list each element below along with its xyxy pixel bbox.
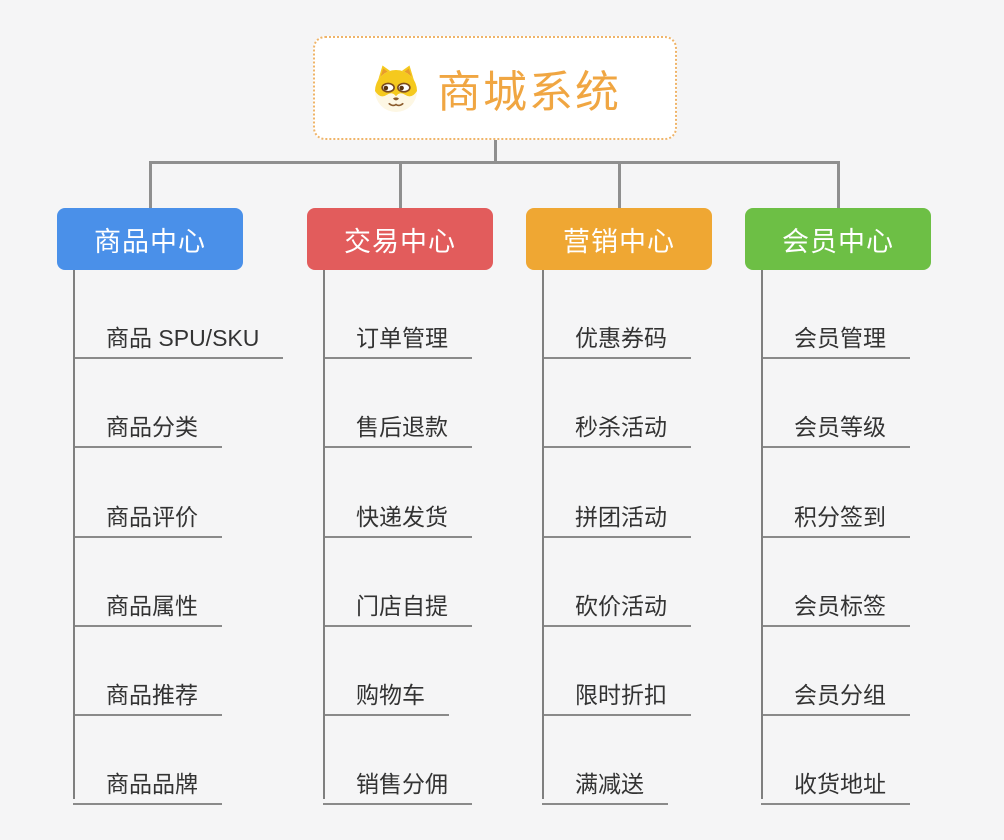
branch-node-label: 商品中心 (94, 226, 206, 257)
child-node-label: 商品评价 (73, 505, 222, 538)
connector-child-line (761, 270, 763, 799)
child-node[interactable]: 会员等级 (761, 359, 910, 449)
branch-children-product-center: 商品 SPU/SKU 商品分类商品评价商品属性商品推荐商品品牌 (73, 270, 284, 806)
connector-drop-member-center (836, 161, 840, 208)
connector-child-line (323, 270, 325, 799)
branch-children-member-center: 会员管理会员等级积分签到会员标签会员分组收货地址 (761, 270, 910, 806)
child-node-label: 限时折扣 (542, 683, 691, 716)
child-node-label: 满减送 (542, 773, 668, 806)
child-node-label: 商品属性 (73, 594, 222, 627)
child-node-label: 商品分类 (73, 416, 222, 449)
child-node-label: 商品推荐 (73, 683, 222, 716)
connector-child-line (73, 270, 75, 799)
branch-node-label: 交易中心 (344, 226, 456, 257)
child-node[interactable]: 满减送 (542, 716, 691, 806)
child-node-label: 商品 SPU/SKU (73, 327, 284, 360)
child-node-label: 砍价活动 (542, 594, 691, 627)
child-node[interactable]: 商品推荐 (73, 627, 283, 716)
child-node[interactable]: 商品评价 (73, 448, 283, 538)
child-node-label: 会员分组 (761, 683, 910, 716)
root-node[interactable]: 商城系统 (313, 36, 677, 140)
child-node-label: 会员标签 (761, 594, 910, 627)
child-node-label: 门店自提 (323, 594, 472, 627)
child-node[interactable]: 购物车 (323, 627, 472, 716)
child-node-label: 订单管理 (323, 327, 472, 360)
child-node[interactable]: 门店自提 (323, 538, 472, 627)
child-node-label: 收货地址 (761, 773, 910, 806)
child-node[interactable]: 商品分类 (73, 359, 283, 449)
child-node[interactable]: 积分签到 (761, 448, 910, 538)
child-node-label: 秒杀活动 (542, 416, 691, 449)
branch-node-trade-center[interactable]: 交易中心 (307, 208, 493, 270)
child-node[interactable]: 售后退款 (323, 359, 472, 449)
branch-node-marketing-center[interactable]: 营销中心 (526, 208, 712, 270)
branch-node-product-center[interactable]: 商品中心 (57, 208, 243, 270)
connector-drop-trade-center (398, 161, 402, 208)
connector-rail (148, 161, 839, 164)
child-node[interactable]: 商品属性 (73, 538, 283, 627)
child-node[interactable]: 快递发货 (323, 448, 472, 538)
branch-children-marketing-center: 优惠券码秒杀活动拼团活动砍价活动限时折扣满减送 (542, 270, 691, 806)
branch-node-label: 会员中心 (782, 226, 894, 257)
child-node[interactable]: 商品品牌 (73, 716, 283, 806)
branch-node-label: 营销中心 (563, 226, 675, 257)
connector-child-line (542, 270, 544, 799)
child-node[interactable]: 销售分佣 (323, 716, 472, 806)
child-node-label: 积分签到 (761, 505, 910, 538)
connector-root-stem (493, 140, 497, 164)
child-node-label: 售后退款 (323, 416, 472, 449)
child-node[interactable]: 会员分组 (761, 627, 910, 716)
child-node-label: 商品品牌 (73, 773, 222, 806)
dog-face-icon (369, 61, 423, 115)
child-node[interactable]: 限时折扣 (542, 627, 691, 716)
child-node[interactable]: 订单管理 (323, 270, 472, 360)
child-node[interactable]: 会员标签 (761, 538, 910, 627)
child-node-label: 优惠券码 (542, 327, 691, 360)
child-node-label: 快递发货 (323, 505, 472, 538)
child-node[interactable]: 会员管理 (761, 270, 910, 360)
root-node-label: 商城系统 (437, 68, 621, 117)
child-node-label: 会员等级 (761, 416, 910, 449)
child-node[interactable]: 拼团活动 (542, 448, 691, 538)
child-node[interactable]: 优惠券码 (542, 270, 691, 360)
branch-node-member-center[interactable]: 会员中心 (745, 208, 931, 270)
child-node-label: 拼团活动 (542, 505, 691, 538)
child-node[interactable]: 砍价活动 (542, 538, 691, 627)
branch-children-trade-center: 订单管理售后退款快递发货门店自提购物车销售分佣 (323, 270, 472, 806)
connector-drop-marketing-center (617, 161, 621, 208)
connector-drop-product-center (148, 161, 152, 208)
child-node-label: 会员管理 (761, 327, 910, 360)
child-node[interactable]: 秒杀活动 (542, 359, 691, 449)
child-node-label: 购物车 (323, 683, 449, 716)
child-node-label: 销售分佣 (323, 773, 472, 806)
child-node[interactable]: 收货地址 (761, 716, 910, 806)
child-node[interactable]: 商品 SPU/SKU (73, 270, 284, 360)
